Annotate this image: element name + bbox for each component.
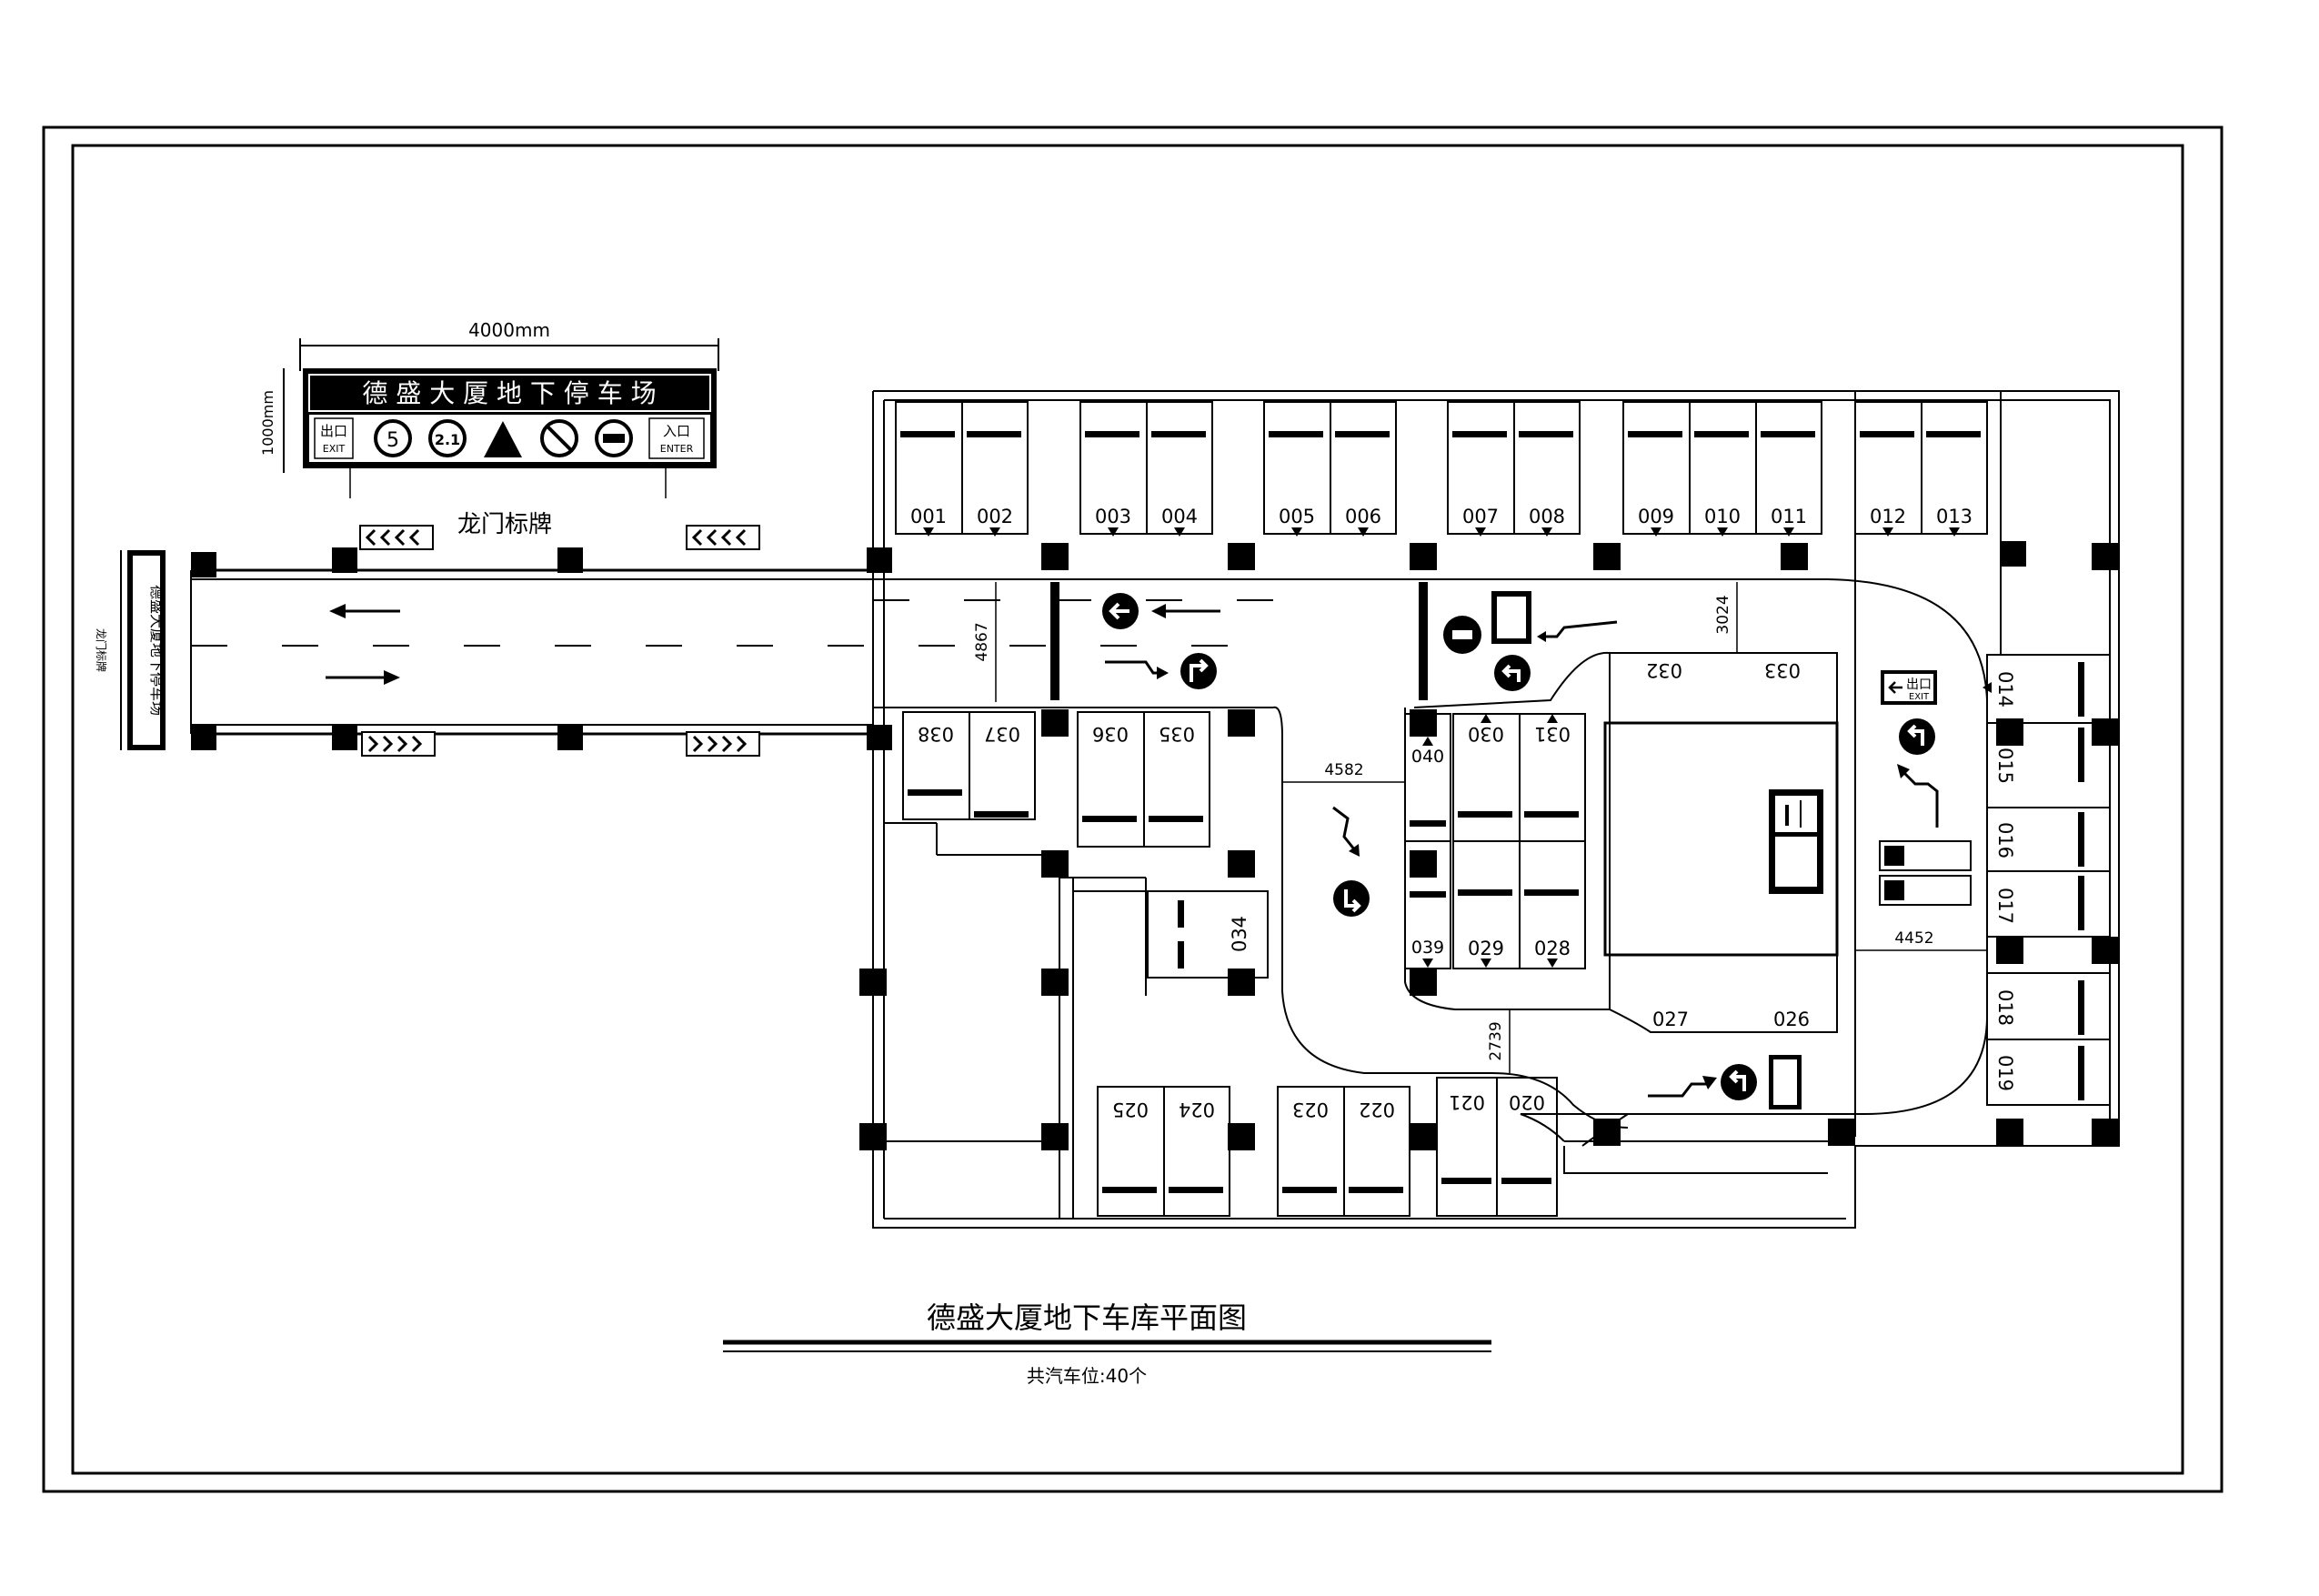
sign-width-label: 4000mm	[468, 319, 550, 341]
turn-left-icon-5	[1721, 1064, 1757, 1100]
stall-023: 023	[1292, 1099, 1329, 1120]
gantry-sign-side: 德盛大厦地下停车场 龙门标牌	[95, 550, 166, 750]
stall-016: 016	[1994, 822, 2016, 858]
stall-015: 015	[1994, 748, 2016, 784]
stall-020: 020	[1509, 1091, 1545, 1113]
speed-limit-icon	[374, 419, 412, 457]
direction-signs: 出口 EXIT	[1102, 591, 1939, 1109]
stall-031: 031	[1534, 723, 1571, 745]
curved-arrow-icon-2	[1546, 620, 1618, 638]
warning-triangle-icon	[484, 421, 522, 457]
stall-012: 012	[1870, 506, 1906, 527]
stall-002: 002	[977, 506, 1013, 527]
stall-037: 037	[984, 723, 1020, 745]
stall-040: 040	[1411, 747, 1444, 767]
dim-4867: 4867	[973, 622, 991, 661]
stall-014: 014	[1994, 671, 2016, 708]
stall-007: 007	[1462, 506, 1499, 527]
stall-022: 022	[1359, 1099, 1395, 1120]
stall-028: 028	[1534, 938, 1571, 959]
stall-021: 021	[1449, 1091, 1485, 1113]
stall-017: 017	[1994, 888, 2016, 924]
stall-013: 013	[1936, 506, 1973, 527]
enter-box	[648, 417, 705, 459]
stall-033: 033	[1764, 659, 1801, 681]
stall-011: 011	[1771, 506, 1807, 527]
lane-divider	[1050, 582, 1059, 700]
stall-003: 003	[1095, 506, 1131, 527]
title-block: 德盛大厦地下车库平面图 共汽车位:40个	[723, 1300, 1491, 1387]
stall-034: 034	[1229, 916, 1250, 952]
space-count: 共汽车位:40个	[1027, 1365, 1147, 1387]
turn-left-icon-4	[1899, 718, 1935, 755]
svg-text:5: 5	[386, 429, 399, 452]
stall-029: 029	[1468, 938, 1504, 959]
svg-text:出口: 出口	[1906, 678, 1932, 692]
gantry-caption: 龙门标牌	[457, 511, 552, 538]
stall-018: 018	[1994, 989, 2016, 1026]
stall-005: 005	[1279, 506, 1315, 527]
stall-010: 010	[1704, 506, 1741, 527]
stall-markers	[923, 527, 1992, 968]
outer-frame	[42, 125, 2224, 1493]
stall-036: 036	[1092, 723, 1129, 745]
gantry-sign: 4000mm 1000mm 德 盛 大 厦 地 下 停 车 场 出口 EXIT …	[259, 319, 719, 538]
dim-4582: 4582	[1324, 761, 1363, 779]
svg-text:EXIT: EXIT	[323, 443, 346, 455]
curved-arrow-icon	[1105, 660, 1164, 675]
curved-arrow-icon-4	[1901, 769, 1939, 828]
svg-text:ENTER: ENTER	[660, 443, 694, 455]
curved-arrow-icon-3	[1332, 806, 1357, 851]
stall-009: 009	[1638, 506, 1674, 527]
turn-right-icon	[1180, 653, 1217, 689]
exit-box	[314, 417, 354, 459]
info-board	[1769, 789, 1823, 894]
wheel-stops	[900, 431, 2084, 1193]
stall-019: 019	[1994, 1055, 2016, 1091]
stall-035: 035	[1159, 723, 1195, 745]
stall-006: 006	[1345, 506, 1381, 527]
svg-text:入口: 入口	[663, 423, 690, 439]
dim-4452: 4452	[1894, 929, 1933, 948]
drawing-title: 德盛大厦地下车库平面图	[927, 1300, 1247, 1335]
svg-text:出口: 出口	[320, 423, 347, 439]
svg-text:EXIT: EXIT	[1909, 692, 1930, 702]
curved-arrow-icon-5	[1648, 1082, 1708, 1098]
dim-3024: 3024	[1714, 595, 1732, 634]
turn-left-icon-3	[1333, 880, 1370, 917]
equipment-panels	[1879, 840, 1972, 906]
stall-004: 004	[1161, 506, 1198, 527]
dimensions: 4867 3024 4582 4452 2739	[973, 582, 1987, 1073]
sign-title: 德 盛 大 厦 地 下 停 车 场	[362, 378, 656, 408]
stall-039: 039	[1411, 938, 1444, 958]
sign-height-label: 1000mm	[259, 390, 276, 456]
stall-032: 032	[1646, 659, 1682, 681]
roadway	[873, 578, 1988, 1174]
chevron-right-sign	[361, 731, 436, 757]
side-sign-name: 德盛大厦地下停车场	[148, 585, 166, 716]
lane-divider	[1419, 582, 1428, 700]
side-caption: 龙门标牌	[95, 628, 108, 672]
stall-grid	[895, 401, 2111, 1217]
stall-008: 008	[1529, 506, 1565, 527]
chevron-right-sign-2	[686, 731, 760, 757]
stall-025: 025	[1112, 1099, 1149, 1120]
stall-027: 027	[1652, 1009, 1689, 1030]
inner-frame	[71, 144, 2184, 1475]
height-limit-icon	[428, 419, 467, 457]
svg-text:2.1: 2.1	[435, 431, 460, 448]
entrance-road	[190, 525, 1273, 757]
dim-2739: 2739	[1487, 1021, 1505, 1060]
columns	[859, 541, 2119, 1150]
stall-001: 001	[910, 506, 947, 527]
stall-labels: 001 002 003 004 005 006 007 008 009 010 …	[910, 506, 2016, 1120]
stall-024: 024	[1179, 1099, 1215, 1120]
stall-038: 038	[918, 723, 954, 745]
stall-030: 030	[1468, 723, 1504, 745]
stall-026: 026	[1773, 1009, 1810, 1030]
